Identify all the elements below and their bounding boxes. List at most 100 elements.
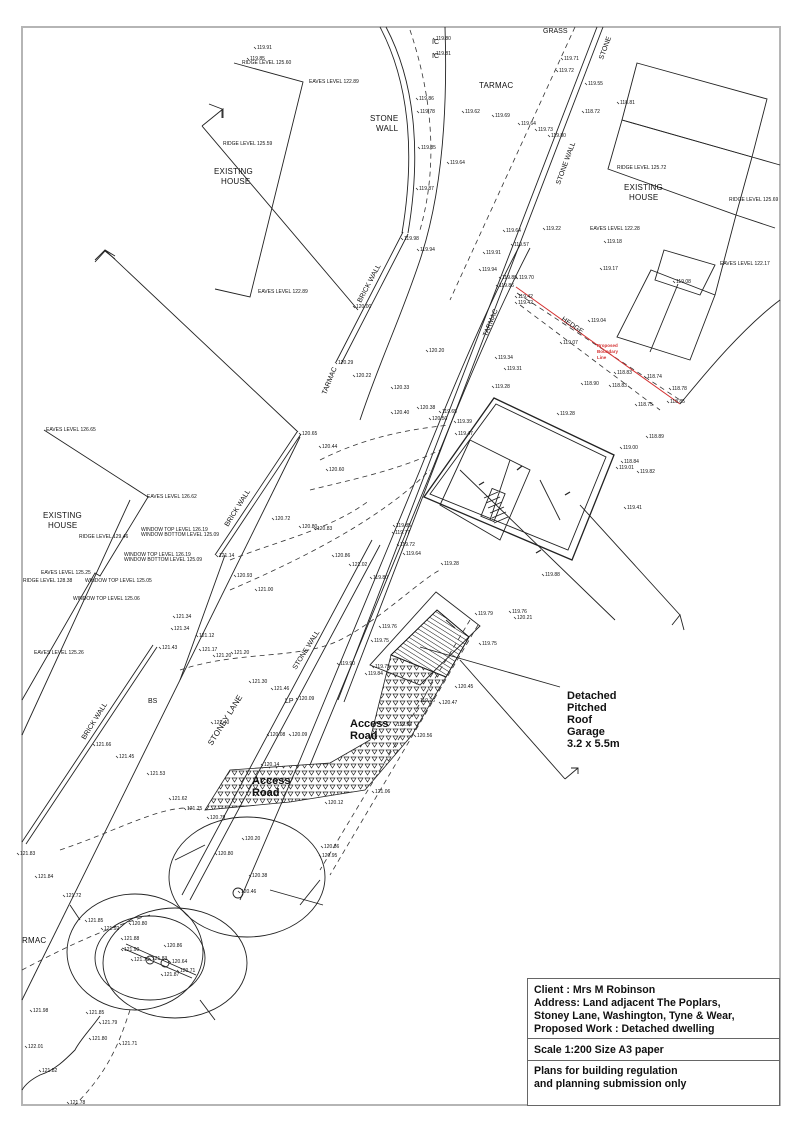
spot-height-marker <box>636 470 640 474</box>
spot-height-marker <box>534 128 538 132</box>
spot-height-marker <box>248 874 252 878</box>
spot-height-marker <box>334 361 338 365</box>
spot-height: 119.94 <box>420 247 435 253</box>
spot-height: 121.43 <box>162 645 178 651</box>
spot-height: 119.98 <box>404 236 419 242</box>
spot-height: 119.77 <box>395 530 410 536</box>
spot-height-marker <box>417 146 421 150</box>
spot-height-marker <box>352 374 356 378</box>
spot-height: 121.30 <box>252 679 268 685</box>
spot-height: 119.94 <box>482 267 497 273</box>
spot-height-marker <box>581 110 585 114</box>
spot-height: 120.71 <box>180 968 196 974</box>
spot-height-marker <box>324 801 328 805</box>
tarmac-label: TARMAC <box>321 366 338 396</box>
spot-height-marker <box>158 646 162 650</box>
spot-height-marker <box>615 466 619 470</box>
spot-height: 121.87 <box>164 972 180 978</box>
spot-height: 121.34 <box>176 614 192 620</box>
spot-height: 121.98 <box>33 1008 49 1014</box>
spot-height: 118.83 <box>617 370 632 376</box>
note-line-1: Plans for building regulation <box>534 1065 678 1077</box>
spot-height: 119.18 <box>607 239 622 245</box>
spot-height-marker <box>198 648 202 652</box>
spot-height-marker <box>295 697 299 701</box>
tarmac-label: TARMAC <box>482 308 499 338</box>
spot-height: 120.00 <box>356 304 372 310</box>
spot-height-marker <box>390 411 394 415</box>
spot-height-marker <box>128 922 132 926</box>
spot-height: 120.95 <box>322 853 338 859</box>
existing-house-top-right: RIDGE LEVEL 125.72 RIDGE LEVEL 125.69 EA… <box>590 62 781 361</box>
title-block-note-section: Plans for building regulation and planni… <box>528 1061 779 1095</box>
spot-height-marker <box>260 763 264 767</box>
spot-height: 121.00 <box>258 587 274 593</box>
spot-height: 120.36 <box>324 844 340 850</box>
spot-height-marker <box>454 685 458 689</box>
tree-canopy <box>168 816 326 938</box>
spot-height-marker <box>514 301 518 305</box>
spot-height: 119.47 <box>458 431 473 437</box>
client-name: Client : Mrs M Robinson <box>534 984 656 996</box>
spot-height-marker <box>542 227 546 231</box>
spot-height: 119.75 <box>482 641 497 647</box>
spot-height: 120.29 <box>338 360 354 366</box>
level-label: EAVES LEVEL 122.89 <box>309 79 359 85</box>
spot-height: 119.76 <box>382 624 397 630</box>
garage-annotation: Pitched <box>567 702 607 714</box>
spot-height: 119.42 <box>518 300 533 306</box>
spot-height-marker <box>84 919 88 923</box>
spot-height: 120.80 <box>302 524 318 530</box>
level-label: RIDGE LEVEL 125.59 <box>223 141 273 147</box>
access-road-label: Road <box>252 787 280 799</box>
tree-canopy <box>102 907 248 1019</box>
spot-height-marker <box>270 687 274 691</box>
spot-height-marker <box>666 400 670 404</box>
spot-height-marker <box>613 371 617 375</box>
spot-height-marker <box>24 1045 28 1049</box>
title-block-client-section: Client : Mrs M Robinson Address: Land ad… <box>528 979 779 1039</box>
spot-height: 118.74 <box>647 374 662 380</box>
spot-height-marker <box>266 733 270 737</box>
spot-height: 119.31 <box>507 366 522 372</box>
spot-height: 122.01 <box>28 1044 44 1050</box>
spot-height: 118.90 <box>584 381 599 387</box>
spot-height-marker <box>206 816 210 820</box>
spot-height: 119.85 <box>421 145 436 151</box>
spot-height: 119.89 <box>502 275 517 281</box>
spot-height-marker <box>348 563 352 567</box>
hedge-boundary: HEDGE Proposed Boundary Line <box>515 286 781 411</box>
address-line-2: Stoney Lane, Washington, Tyne & Wear, <box>534 1010 735 1022</box>
spot-height: 119.70 <box>519 275 534 281</box>
spot-height-marker <box>503 367 507 371</box>
spot-height: 119.07 <box>563 340 578 346</box>
spot-height-marker <box>148 957 152 961</box>
address-line-1: Address: Land adjacent The Poplars, <box>534 997 721 1009</box>
spot-height: 119.17 <box>603 266 618 272</box>
spot-height-marker <box>215 554 219 558</box>
spot-height: 121.75 <box>187 806 203 812</box>
spot-height: 119.76 <box>512 609 527 615</box>
spot-height-marker <box>446 161 450 165</box>
spot-height-marker <box>478 642 482 646</box>
spot-height: 121.71 <box>122 1041 138 1047</box>
spot-height-marker <box>584 82 588 86</box>
spot-height-marker <box>298 525 302 529</box>
level-label: EAVES LEVEL 126.62 <box>147 494 197 500</box>
spot-height: 119.42 <box>518 294 533 300</box>
spot-height-marker <box>514 295 518 299</box>
spot-height: 120.80 <box>218 851 234 857</box>
spot-height: 118.81 <box>620 100 635 106</box>
spot-height: 119.04 <box>591 318 606 324</box>
spot-height-marker <box>115 755 119 759</box>
spot-height-marker <box>416 406 420 410</box>
spot-height: 121.40 <box>214 720 230 726</box>
spot-height-marker <box>176 969 180 973</box>
spot-height: 120.14 <box>264 762 280 768</box>
spot-height: 121.20 <box>216 653 232 659</box>
spot-height: 121.72 <box>66 893 82 899</box>
spot-height: 120.83 <box>317 526 333 532</box>
spot-height-marker <box>246 57 250 61</box>
proposed-boundary-label: Line <box>597 355 607 360</box>
spot-height-marker <box>432 37 436 41</box>
